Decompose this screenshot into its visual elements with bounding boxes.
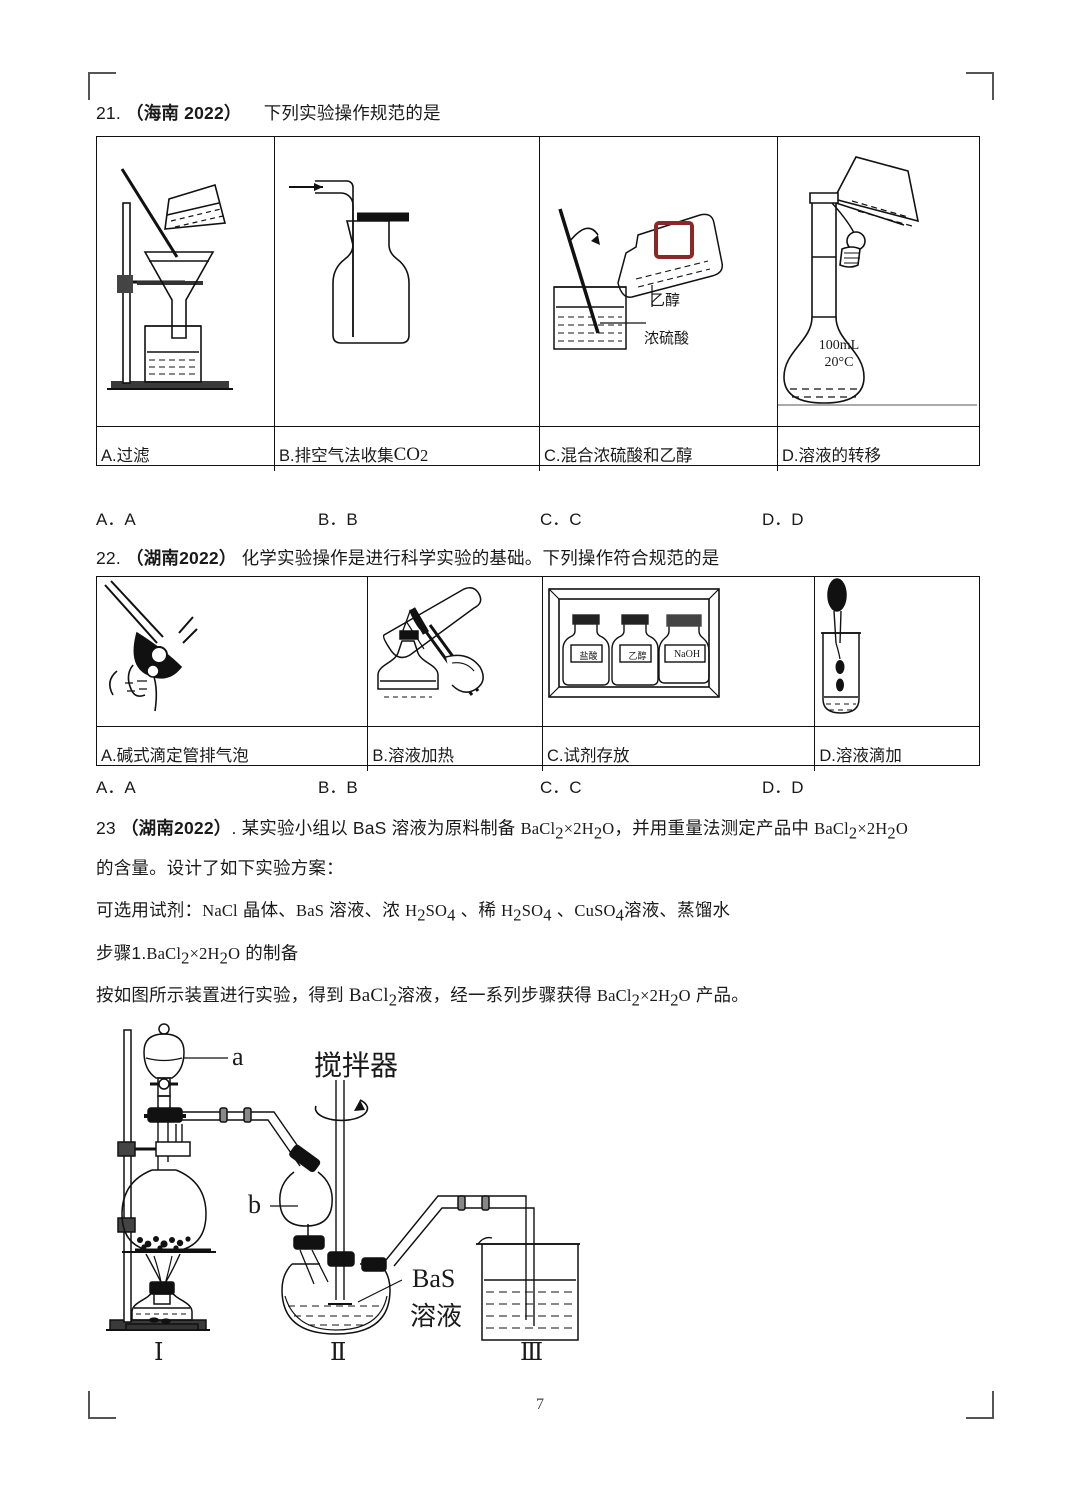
q22-prompt: 化学实验操作是进行科学实验的基础。下列操作符合规范的是 <box>241 548 720 568</box>
stirrer-label: 搅拌器 <box>314 1050 399 1081</box>
flask-volume: 100mL <box>818 338 860 353</box>
apparatus-numeral-1: Ⅰ <box>154 1340 164 1366</box>
flask-spec-label: 100mL 20°C <box>806 337 872 371</box>
q21-number: 21. <box>96 103 121 123</box>
crop-mark-bottom-right <box>966 1391 994 1419</box>
bottle-label-ethanol: 乙醇 <box>628 651 647 661</box>
q21-panel-b-figure <box>275 137 540 426</box>
q21-option-c[interactable]: C．C <box>540 510 582 529</box>
q22-option-b[interactable]: B．B <box>318 778 358 797</box>
gas-collection-bottle-icon <box>289 180 410 344</box>
bas-solution-label-line2: 溶液 <box>410 1301 463 1331</box>
q21-prompt: 下列实验操作规范的是 <box>263 103 441 123</box>
apparatus-numeral-2: Ⅱ <box>330 1340 347 1366</box>
q21-option-d[interactable]: D．D <box>762 510 804 529</box>
q22-source: （湖南2022） <box>126 548 237 568</box>
question-21-heading: 21. （海南 2022） 下列实验操作规范的是 <box>96 100 441 126</box>
q21-option-b[interactable]: B．B <box>318 510 358 529</box>
q21-source: （海南 2022） <box>126 103 242 123</box>
bottle-label-hydrochloric: 盐酸 <box>579 651 598 661</box>
q22-caption-c: C.试剂存放 <box>543 727 816 771</box>
q23-source: （湖南2022） <box>120 818 232 838</box>
q22-option-d[interactable]: D．D <box>762 778 804 797</box>
test-tube-heating-icon <box>377 587 485 698</box>
q23-text-b: ，并用重量法测定产品中 <box>614 818 815 838</box>
q21-panel-d-figure: 100mL 20°C <box>778 137 977 426</box>
q23-number: 23 <box>96 818 116 838</box>
q21-caption-d: D.溶液的转移 <box>782 447 881 465</box>
q21-caption-a: A.过滤 <box>97 427 275 471</box>
burette-bubble-hand-icon <box>104 580 198 712</box>
q22-caption-a: A.碱式滴定管排气泡 <box>97 727 369 771</box>
q22-panel-c-figure: 盐酸 乙醇 NaOH <box>543 577 816 726</box>
bacl2-preparation-setup-icon <box>106 1023 580 1341</box>
question-23-reagents: 可选用试剂：NaCl 晶体、BaS 溶液、浓 H2SO4 、稀 H2SO4 、C… <box>96 900 731 925</box>
q22-option-c[interactable]: C．C <box>540 778 582 797</box>
label-a: a <box>232 1042 244 1071</box>
crop-mark-bottom-left <box>88 1391 116 1419</box>
q22-options: A．A B．B C．C D．D <box>96 773 986 798</box>
apparatus-numeral-3: Ⅲ <box>520 1340 544 1366</box>
q22-caption-b: B.溶液加热 <box>368 727 543 771</box>
flask-temperature: 20°C <box>824 355 854 370</box>
reagent-cabinet-icon <box>548 588 720 698</box>
question-23-apparatus-diagram: a b 搅拌器 BaS 溶液 Ⅰ Ⅱ Ⅲ <box>96 1020 716 1375</box>
q21-panel-c-figure: 乙醇 浓硫酸 <box>540 137 778 426</box>
q21-panel-a-figure <box>97 137 275 426</box>
question-22-heading: 22. （湖南2022） 化学实验操作是进行科学实验的基础。下列操作符合规范的是 <box>96 545 720 571</box>
q21-caption-c: C.混合浓硫酸和乙醇 <box>540 427 778 471</box>
q22-option-a[interactable]: A．A <box>96 778 136 797</box>
question-23-line-2: 的含量。设计了如下实验方案： <box>96 858 344 878</box>
dropper-test-tube-icon <box>821 578 862 714</box>
volumetric-flask-transfer-icon <box>778 156 977 406</box>
question-23-line-1: 23 （湖南2022）. 某实验小组以 BaS 溶液为原料制备 BaCl2×2H… <box>96 818 908 843</box>
q22-panel-d-figure <box>815 577 979 726</box>
ethanol-label: 乙醇 <box>650 293 681 309</box>
q21-options: A．A B．B C．C D．D <box>96 505 986 530</box>
question-22-figure-table: 盐酸 乙醇 NaOH <box>96 576 980 771</box>
sulfuric-acid-label: 浓硫酸 <box>644 331 690 347</box>
bas-solution-label-line1: BaS <box>412 1264 456 1293</box>
q22-number: 22. <box>96 548 121 568</box>
question-23-step-1: 步骤1.BaCl2×2H2O 的制备 <box>96 943 299 968</box>
q22-panel-a-figure <box>97 577 369 726</box>
crop-mark-top-right <box>966 72 994 100</box>
label-b: b <box>248 1190 261 1219</box>
q22-caption-row: A.碱式滴定管排气泡 B.溶液加热 C.试剂存放 D.溶液滴加 <box>97 726 979 771</box>
page-number: 7 <box>536 1396 544 1413</box>
q22-panel-b-figure <box>368 577 543 726</box>
q22-caption-d: D.溶液滴加 <box>819 747 902 765</box>
mixing-acid-ethanol-icon <box>553 208 724 350</box>
question-21-figure-table: 乙醇 浓硫酸 <box>96 136 980 471</box>
q23-text-a: 某实验小组以 BaS 溶液为原料制备 <box>241 818 521 838</box>
filtration-apparatus-icon <box>107 168 233 390</box>
bottle-label-naoh: NaOH <box>673 649 701 660</box>
crop-mark-top-left <box>88 72 116 100</box>
q21-option-a[interactable]: A．A <box>96 510 136 529</box>
question-23-paragraph: 按如图所示装置进行实验，得到 BaCl2溶液，经一系列步骤获得 BaCl2×2H… <box>96 985 749 1010</box>
